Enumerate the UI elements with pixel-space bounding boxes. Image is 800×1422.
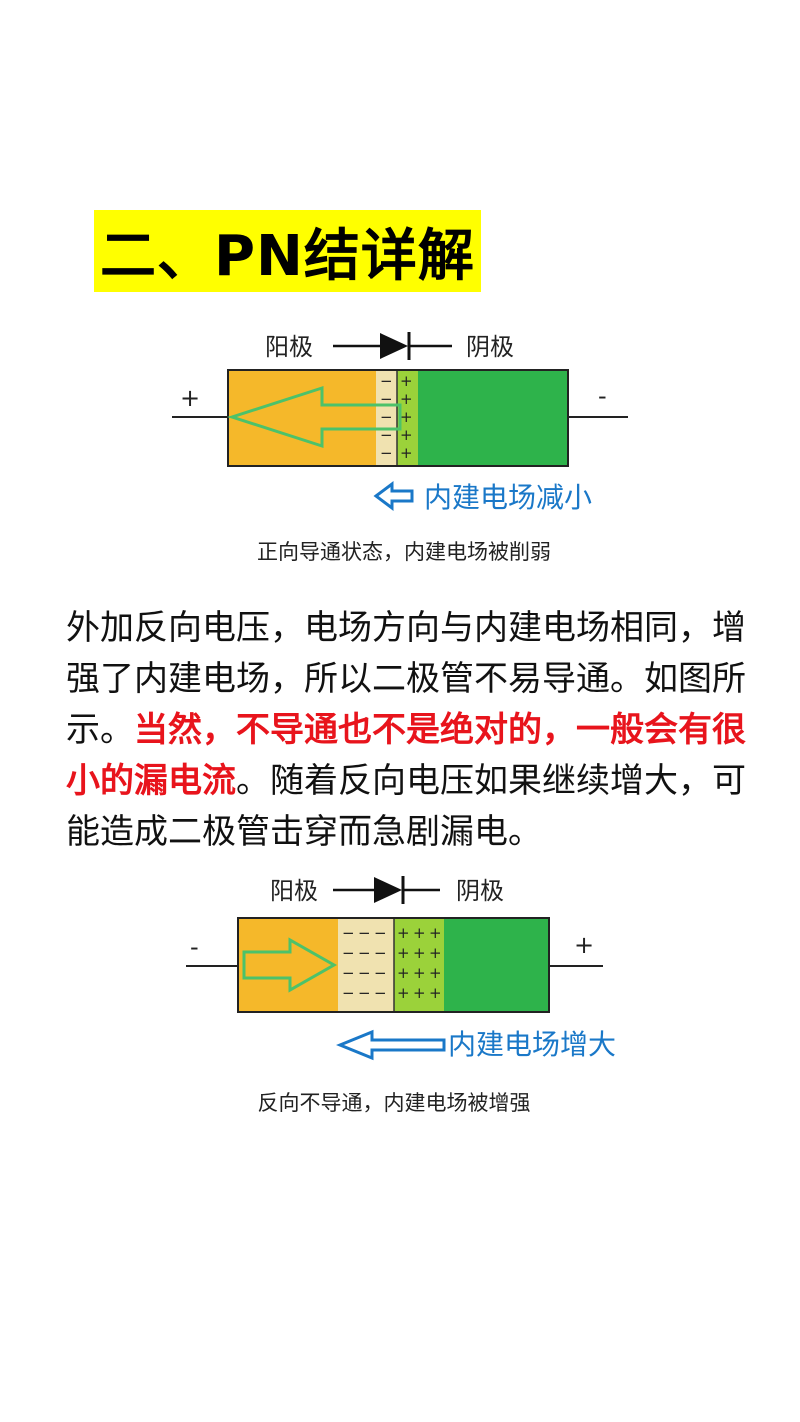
p-side-charges: −−− −−− −−− −−− [342, 924, 387, 1002]
svg-text:−: − [358, 984, 371, 1002]
n-region [418, 370, 568, 466]
diode-symbol-icon [380, 333, 408, 359]
diagram1-caption: 正向导通状态，内建电场被削弱 [257, 540, 551, 564]
svg-text:+: + [413, 984, 426, 1002]
p-region [238, 918, 338, 1012]
cathode-label: 阴极 [456, 877, 504, 905]
svg-text:−: − [374, 984, 387, 1002]
svg-text:−: − [380, 372, 393, 390]
svg-text:−: − [374, 964, 387, 982]
cathode-label: 阴极 [466, 333, 514, 361]
diode-symbol-icon [374, 877, 402, 903]
right-terminal-sign: - [598, 382, 607, 410]
svg-text:+: + [400, 444, 413, 462]
field-change-label: 内建电场增大 [448, 1028, 616, 1061]
svg-text:+: + [429, 964, 442, 982]
depletion-n-side [397, 370, 418, 466]
pn-block-outline [237, 917, 550, 1013]
n-side-charges: +++ +++ +++ +++ [397, 924, 442, 1002]
svg-text:+: + [413, 964, 426, 982]
depletion-p-side [376, 370, 397, 466]
n-side-charges: + + + + + [400, 372, 413, 462]
svg-text:−: − [342, 944, 355, 962]
svg-text:−: − [374, 944, 387, 962]
right-terminal-sign: + [574, 931, 594, 959]
left-terminal-sign: + [180, 384, 200, 412]
svg-text:+: + [397, 924, 410, 942]
svg-text:+: + [413, 924, 426, 942]
diagram-forward-bias: 阳极 阴极 + - − − − − − + + + + + 内建电场减小 [172, 332, 628, 514]
depletion-n-side [394, 918, 444, 1012]
svg-text:+: + [397, 964, 410, 982]
svg-text:+: + [400, 390, 413, 408]
diagram-reverse-bias: 阳极 阴极 - + −−− −−− −−− −−− +++ +++ +++ ++… [186, 876, 616, 1061]
svg-text:−: − [342, 964, 355, 982]
svg-text:+: + [413, 944, 426, 962]
pn-block-outline [227, 369, 569, 467]
p-side-charges: − − − − − [380, 372, 393, 462]
svg-text:+: + [400, 426, 413, 444]
blue-arrow-left-icon [373, 481, 414, 511]
svg-text:−: − [380, 444, 393, 462]
svg-text:+: + [429, 944, 442, 962]
field-arrow-left-icon [227, 385, 402, 449]
svg-text:−: − [342, 924, 355, 942]
svg-text:−: − [358, 964, 371, 982]
svg-text:−: − [374, 924, 387, 942]
svg-text:+: + [397, 944, 410, 962]
svg-text:−: − [358, 924, 371, 942]
anode-label: 阳极 [265, 333, 313, 361]
n-region [444, 918, 549, 1012]
depletion-p-side [338, 918, 394, 1012]
svg-text:+: + [397, 984, 410, 1002]
field-arrow-right-icon [242, 937, 338, 993]
svg-text:−: − [380, 408, 393, 426]
p-region [228, 370, 376, 466]
svg-text:+: + [400, 372, 413, 390]
explanation-paragraph: 外加反向电压，电场方向与内建电场相同，增强了内建电场，所以二极管不易导通。如图所… [66, 608, 746, 852]
left-terminal-sign: - [190, 933, 199, 961]
emphasis-text: 当然，不导通也不是绝对的，一般会有很小的漏电流 [66, 710, 746, 801]
svg-text:−: − [342, 984, 355, 1002]
svg-text:+: + [400, 408, 413, 426]
diagram2-caption: 反向不导通，内建电场被增强 [257, 1091, 531, 1115]
svg-text:+: + [429, 924, 442, 942]
svg-text:+: + [429, 984, 442, 1002]
field-change-label: 内建电场减小 [424, 481, 592, 514]
blue-arrow-left-icon [336, 1029, 446, 1061]
section-title: 二、PN结详解 [94, 210, 481, 292]
anode-label: 阳极 [270, 877, 318, 905]
svg-text:−: − [358, 944, 371, 962]
